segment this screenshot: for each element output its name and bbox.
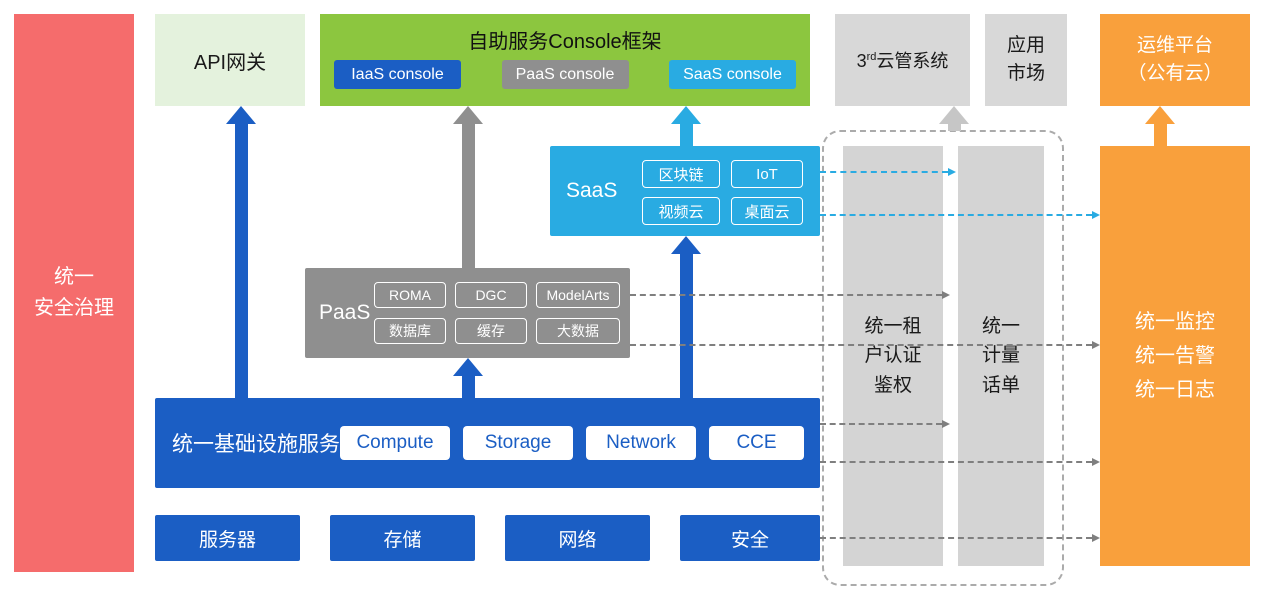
arrow-infra-to-api-gateway [226, 106, 256, 398]
dotted-security-to-monitor [820, 534, 1100, 542]
infra-item-storage: Storage [463, 426, 573, 460]
arrow-saas-to-console [671, 106, 701, 146]
saas-item-blockchain: 区块链 [642, 160, 720, 188]
infra-item-cce: CCE [709, 426, 804, 460]
saas-console-box: SaaS console [669, 60, 796, 89]
saas-item-iot: IoT [731, 160, 803, 188]
self-service-console-frame: 自助服务Console框架 IaaS console PaaS console … [320, 14, 810, 106]
third-party-cloud-mgmt-box: 3rd云管系统 [835, 14, 970, 106]
dotted-saas-to-auth [820, 168, 956, 176]
saas-block: SaaS 区块链 IoT 视频云 桌面云 [550, 146, 820, 236]
paas-services-grid: ROMA DGC ModelArts 数据库 缓存 大数据 [374, 282, 620, 344]
paas-label: PaaS [319, 301, 371, 324]
dotted-paas-to-auth [630, 291, 950, 299]
dotted-paas-to-monitor [630, 341, 1100, 349]
paas-item-roma: ROMA [374, 282, 446, 308]
unified-metering-bar: 统一 计量 话单 [958, 146, 1044, 566]
dotted-infra-to-monitor [820, 458, 1100, 466]
tenant-services-dashed-container [822, 130, 1064, 586]
saas-label: SaaS [566, 179, 618, 202]
infra-item-network: Network [586, 426, 696, 460]
unified-infrastructure-label: 统一基础设施服务 [172, 433, 340, 456]
unified-infrastructure-block: 统一基础设施服务 Compute Storage Network CCE [155, 398, 820, 488]
app-market-box: 应用 市场 [985, 14, 1067, 106]
infrastructure-items-row: Compute Storage Network CCE [340, 426, 804, 460]
iaas-console-box: IaaS console [334, 60, 461, 89]
arrow-infra-to-paas [453, 358, 483, 398]
saas-item-video-cloud: 视频云 [642, 197, 720, 225]
infra-item-compute: Compute [340, 426, 450, 460]
console-items-row: IaaS console PaaS console SaaS console [334, 60, 796, 89]
paas-block: PaaS ROMA DGC ModelArts 数据库 缓存 大数据 [305, 268, 630, 358]
hw-box-storage: 存储 [330, 515, 475, 561]
saas-item-desktop-cloud: 桌面云 [731, 197, 803, 225]
arrow-paas-to-console [453, 106, 483, 268]
paas-item-modelarts: ModelArts [536, 282, 620, 308]
hw-box-security: 安全 [680, 515, 820, 561]
dotted-infra-to-auth [820, 420, 950, 428]
arrow-monitor-to-om-platform [1145, 106, 1175, 146]
unified-security-governance-bar: 统一 安全治理 [14, 14, 134, 572]
third-party-label: 3rd云管系统 [856, 51, 949, 71]
paas-item-dgc: DGC [455, 282, 527, 308]
om-platform-box: 运维平台 （公有云） [1100, 14, 1250, 106]
dotted-saas-to-monitor [820, 211, 1100, 219]
hw-box-network: 网络 [505, 515, 650, 561]
saas-services-grid: 区块链 IoT 视频云 桌面云 [642, 160, 803, 225]
console-frame-title: 自助服务Console框架 [468, 31, 662, 53]
arrow-infra-to-saas [671, 236, 701, 398]
paas-item-bigdata: 大数据 [536, 318, 620, 344]
unified-tenant-auth-bar: 统一租 户认证 鉴权 [843, 146, 943, 566]
paas-item-cache: 缓存 [455, 318, 527, 344]
arrow-tenant-to-third-party [939, 106, 969, 131]
api-gateway-box: API网关 [155, 14, 305, 106]
unified-monitoring-alarm-log-bar: 统一监控 统一告警 统一日志 [1100, 146, 1250, 566]
paas-item-database: 数据库 [374, 318, 446, 344]
hw-box-server: 服务器 [155, 515, 300, 561]
paas-console-box: PaaS console [501, 60, 629, 89]
